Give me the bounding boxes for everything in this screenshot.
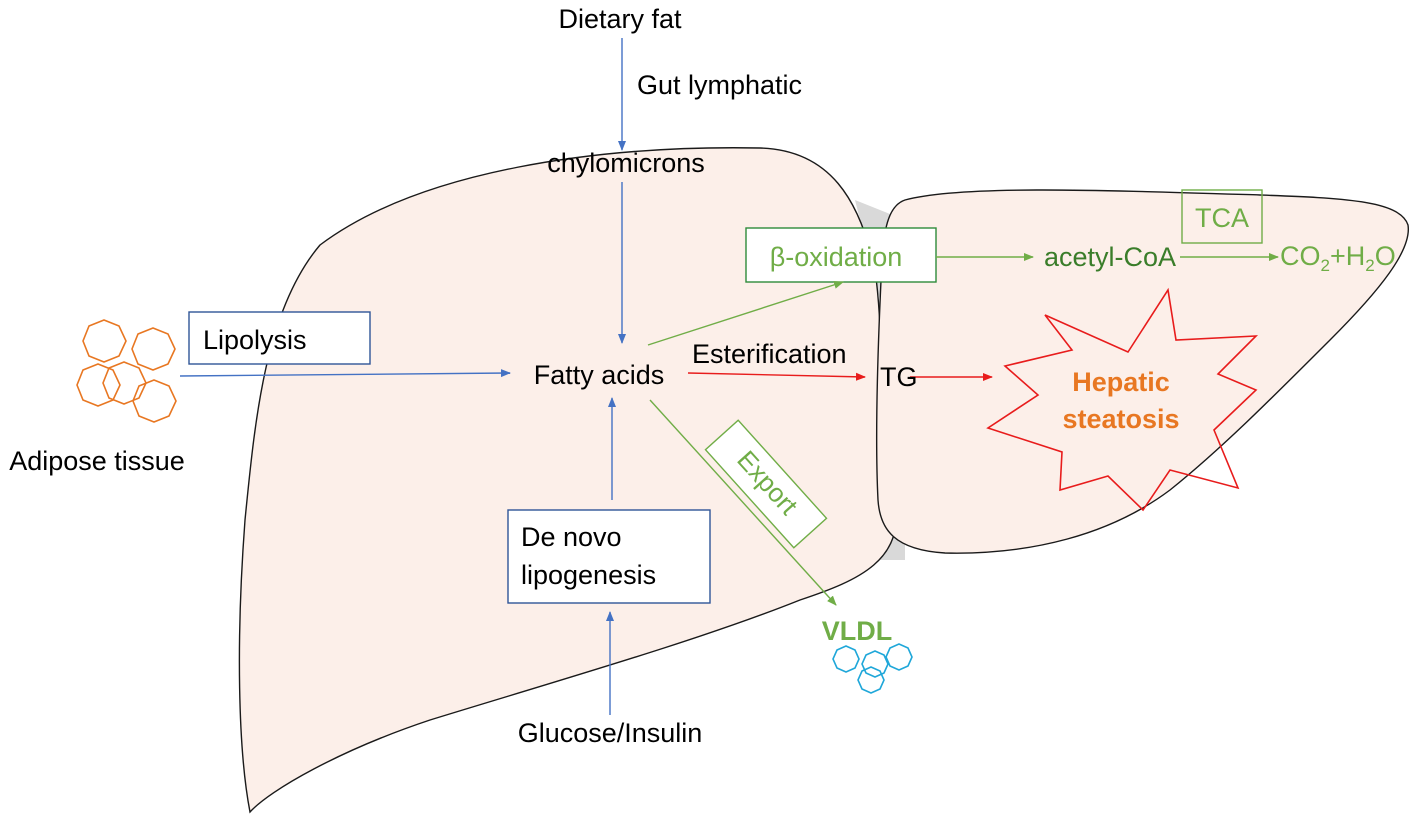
de-novo-label: De novo — [521, 522, 622, 552]
adipose-cell — [82, 319, 127, 363]
beta-oxidation-label: β-oxidation — [770, 242, 903, 272]
liver-right-lobe — [875, 189, 1409, 554]
vldl-particle — [857, 666, 885, 694]
esterification-arrow — [687, 372, 866, 381]
tg-label: TG — [880, 362, 918, 392]
co2-h2o-label: CO2+H2O — [1280, 241, 1396, 275]
adipose-tissue-label: Adipose tissue — [9, 446, 185, 476]
export-box — [704, 419, 828, 549]
beta-oxidation-box — [745, 227, 937, 283]
hepatic-label: Hepatic — [1072, 367, 1170, 397]
vldl-particle — [885, 643, 913, 671]
co2-text: CO — [1280, 241, 1321, 271]
liver-left-lobe — [238, 147, 898, 814]
vldl-particle — [832, 645, 860, 673]
lipolysis-box — [188, 311, 371, 365]
tca-box — [1181, 189, 1263, 244]
adipose-cell — [76, 363, 121, 407]
tca-label: TCA — [1195, 203, 1249, 233]
esterification-label: Esterification — [692, 339, 847, 369]
fatty-acids-export-arrow — [649, 399, 837, 606]
lipolysis-label: Lipolysis — [203, 325, 307, 355]
glucose-insulin-label: Glucose/Insulin — [518, 718, 703, 748]
lipolysis-arrow — [179, 369, 511, 378]
gut-lymphatic-label: Gut lymphatic — [637, 70, 802, 100]
o-text: O — [1375, 241, 1396, 271]
adipose-cell — [132, 379, 177, 423]
adipose-cell — [102, 361, 147, 405]
de-novo-lipogenesis-box — [507, 509, 711, 604]
fatty-acids-label: Fatty acids — [534, 360, 665, 390]
hepatic-steatosis-starburst — [986, 287, 1259, 512]
co2-subscript: 2 — [1321, 256, 1330, 275]
adipose-cell — [131, 327, 176, 371]
acetyl-coa-label: acetyl-CoA — [1044, 242, 1176, 272]
dietary-fat-label: Dietary fat — [558, 4, 682, 34]
vldl-particles — [832, 643, 913, 694]
steatosis-label: steatosis — [1062, 404, 1179, 434]
lipogenesis-label: lipogenesis — [521, 560, 656, 590]
chylomicrons-label: chylomicrons — [547, 148, 705, 178]
h2o-subscript: 2 — [1365, 256, 1374, 275]
adipose-tissue-cells — [76, 319, 177, 423]
fatty-acids-to-beta-oxidation-arrow — [647, 280, 844, 346]
vldl-particle — [861, 650, 889, 678]
vldl-label: VLDL — [822, 616, 893, 646]
plus-h-text: +H — [1330, 241, 1365, 271]
